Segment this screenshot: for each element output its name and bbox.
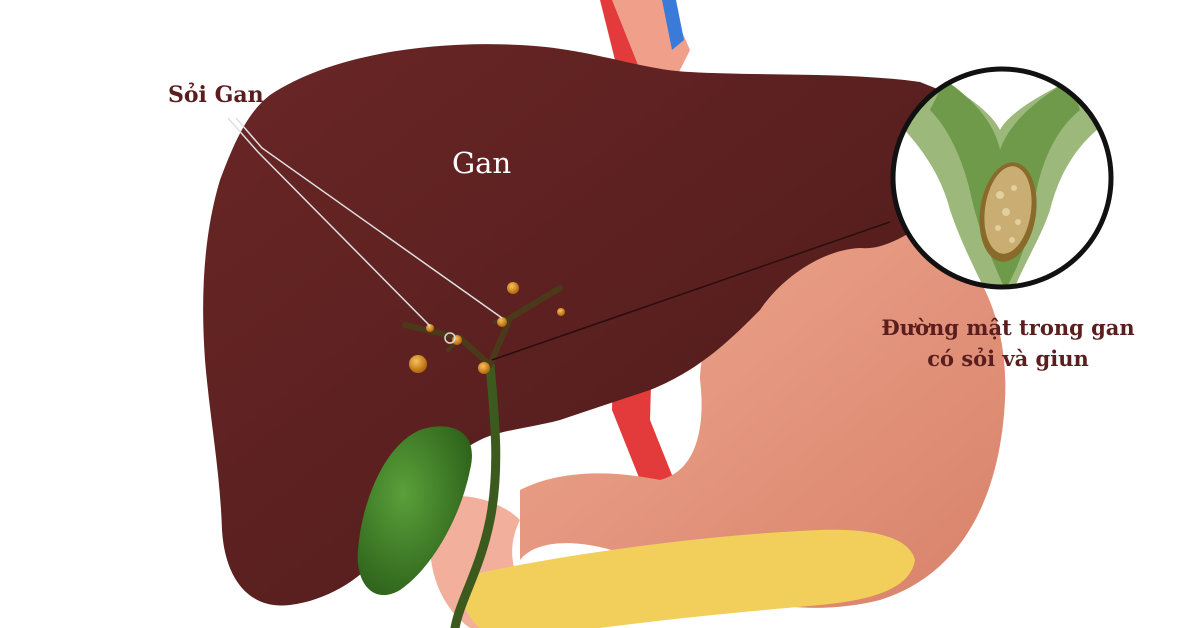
bile-duct-inset: [890, 66, 1114, 290]
gallbladder: [357, 426, 472, 596]
stone: [452, 335, 462, 345]
liver-label: Gan: [452, 146, 512, 180]
stone: [409, 355, 427, 373]
stomach: [520, 210, 1006, 608]
stone: [444, 332, 456, 344]
inset-caption: Đường mật trong gan có sỏi và giun: [878, 312, 1138, 374]
stone: [426, 324, 434, 332]
gallstones: [409, 282, 565, 374]
stone: [497, 317, 507, 327]
inset-caption-line1: Đường mật trong gan: [881, 315, 1135, 340]
stone: [478, 362, 490, 374]
stone: [507, 282, 519, 294]
vein-blue: [662, 0, 684, 50]
stone: [557, 308, 565, 316]
gallstones-label: Sỏi Gan: [168, 82, 264, 108]
gallstone-leader-lines: [227, 117, 503, 327]
pancreas: [462, 529, 915, 628]
inset-leader-line: [491, 221, 891, 361]
inset-caption-line2: có sỏi và giun: [927, 346, 1089, 371]
